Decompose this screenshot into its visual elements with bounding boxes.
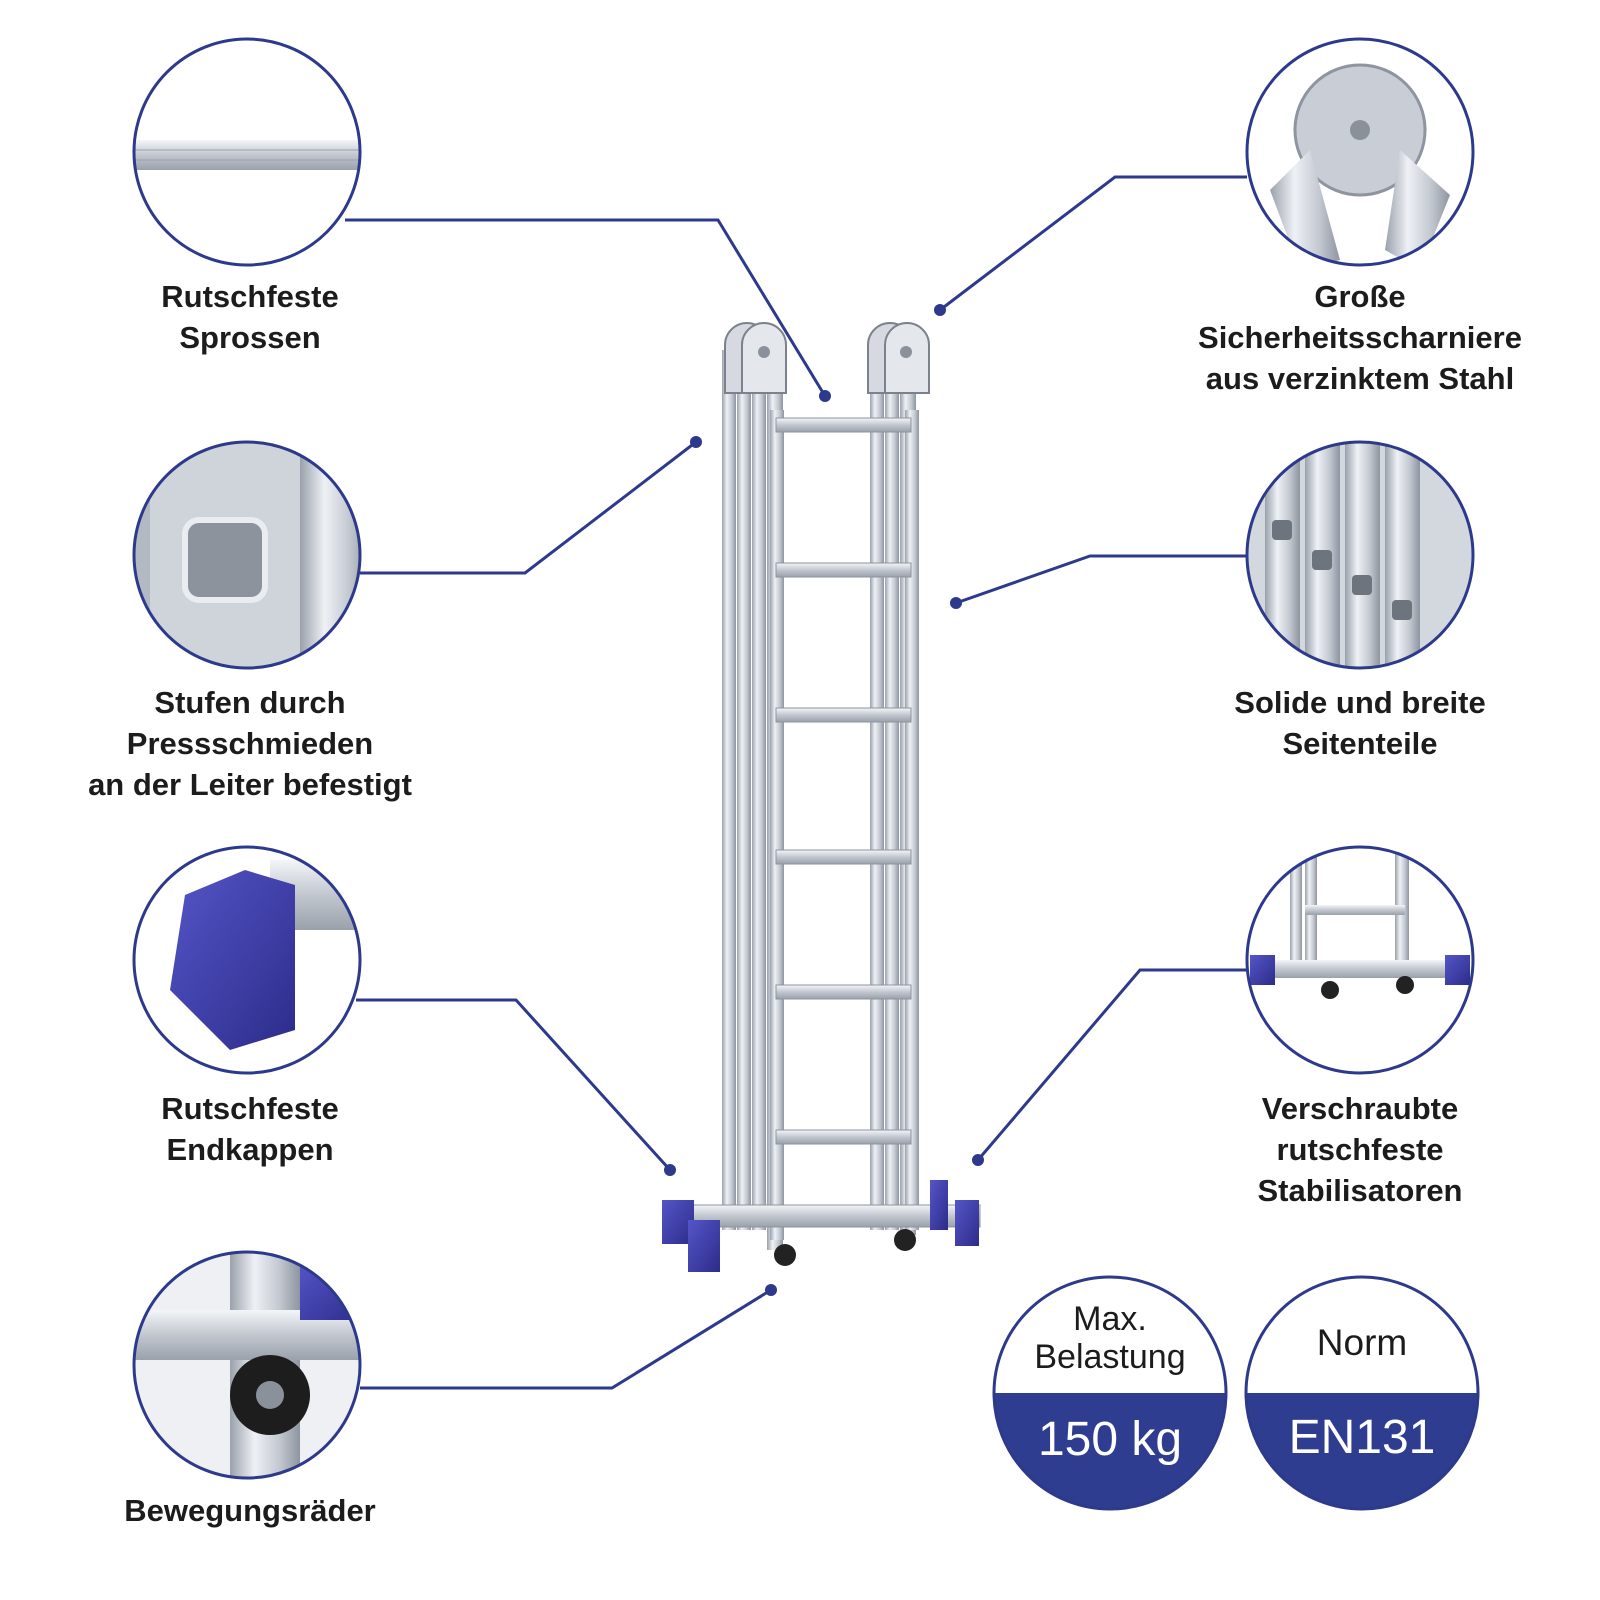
ladder-image xyxy=(662,322,981,1272)
connector-hinges xyxy=(939,175,1247,312)
closeup-rungs xyxy=(132,37,362,267)
caption-stabilizers-line3: Stabilisatoren xyxy=(1257,1173,1463,1208)
ladder-hinge-right xyxy=(867,322,930,394)
connector-dot-rungs xyxy=(819,390,831,402)
connector-endcaps xyxy=(356,998,672,1172)
connector-dot-steps xyxy=(690,436,702,448)
caption-stabilizers-line1: Verschraubte xyxy=(1261,1091,1459,1126)
caption-steps-line3: an der Leiter befestigt xyxy=(88,767,412,802)
caption-side-rails: Solide und breite Seitenteile xyxy=(1190,682,1530,764)
closeup-steps xyxy=(132,440,362,670)
ladder-hinge-left xyxy=(724,322,787,394)
connector-dot-side-rails xyxy=(950,597,962,609)
connector-stabilizers xyxy=(976,968,1247,1161)
badge-load-heading: Max. Belastung xyxy=(995,1300,1225,1376)
connector-dot-stabilizers xyxy=(972,1154,984,1166)
badge-norm-value: EN131 xyxy=(1288,1411,1436,1464)
caption-endcaps-line2: Endkappen xyxy=(166,1132,334,1167)
closeup-endcaps xyxy=(132,845,362,1075)
ladder-end-caps xyxy=(662,1180,979,1272)
caption-endcaps: Rutschfeste Endkappen xyxy=(95,1088,405,1170)
badge-norm-heading: Norm xyxy=(1247,1322,1477,1364)
caption-wheels: Bewegungsräder xyxy=(80,1490,420,1531)
caption-steps: Stufen durch Pressschmieden an der Leite… xyxy=(60,682,440,805)
caption-hinges-line1: Große xyxy=(1314,279,1406,314)
closeup-wheels xyxy=(132,1250,362,1480)
caption-side-rails-line2: Seitenteile xyxy=(1282,726,1438,761)
caption-rungs-line1: Rutschfeste xyxy=(161,279,339,314)
connector-dot-wheels xyxy=(765,1284,777,1296)
caption-rungs-line2: Sprossen xyxy=(179,320,321,355)
badge-norm-line1: Norm xyxy=(1316,1322,1408,1363)
badge-load-value: 150 kg xyxy=(1037,1413,1183,1466)
badge-load-line2: Belastung xyxy=(1034,1338,1186,1376)
connector-dot-hinges xyxy=(934,304,946,316)
closeup-side-rails xyxy=(1245,440,1475,670)
badge-load-line1: Max. xyxy=(1073,1300,1147,1338)
caption-hinges-line3: aus verzinktem Stahl xyxy=(1205,361,1515,396)
caption-stabilizers-line2: rutschfeste xyxy=(1276,1132,1444,1167)
caption-side-rails-line1: Solide und breite xyxy=(1234,685,1486,720)
badge-norm xyxy=(1244,1275,1480,1511)
caption-steps-line1: Stufen durch xyxy=(154,685,346,720)
caption-hinges: Große Sicherheitsscharniere aus verzinkt… xyxy=(1170,276,1550,399)
connector-side-rails xyxy=(955,554,1247,605)
closeup-hinges xyxy=(1245,37,1475,267)
caption-endcaps-line1: Rutschfeste xyxy=(161,1091,339,1126)
caption-wheels-line1: Bewegungsräder xyxy=(124,1493,376,1528)
closeup-stabilizers xyxy=(1245,845,1475,1075)
caption-steps-line2: Pressschmieden xyxy=(126,726,374,761)
connector-rungs xyxy=(345,218,827,397)
connector-steps xyxy=(360,440,697,575)
caption-hinges-line2: Sicherheitsscharniere xyxy=(1198,320,1522,355)
connector-lines xyxy=(345,175,1247,1390)
caption-stabilizers: Verschraubte rutschfeste Stabilisatoren xyxy=(1190,1088,1530,1211)
caption-rungs: Rutschfeste Sprossen xyxy=(95,276,405,358)
ladder-rungs xyxy=(775,417,912,1145)
connector-wheels xyxy=(360,1288,772,1390)
ladder-wheels xyxy=(774,1229,916,1266)
connector-dot-endcaps xyxy=(664,1164,676,1176)
